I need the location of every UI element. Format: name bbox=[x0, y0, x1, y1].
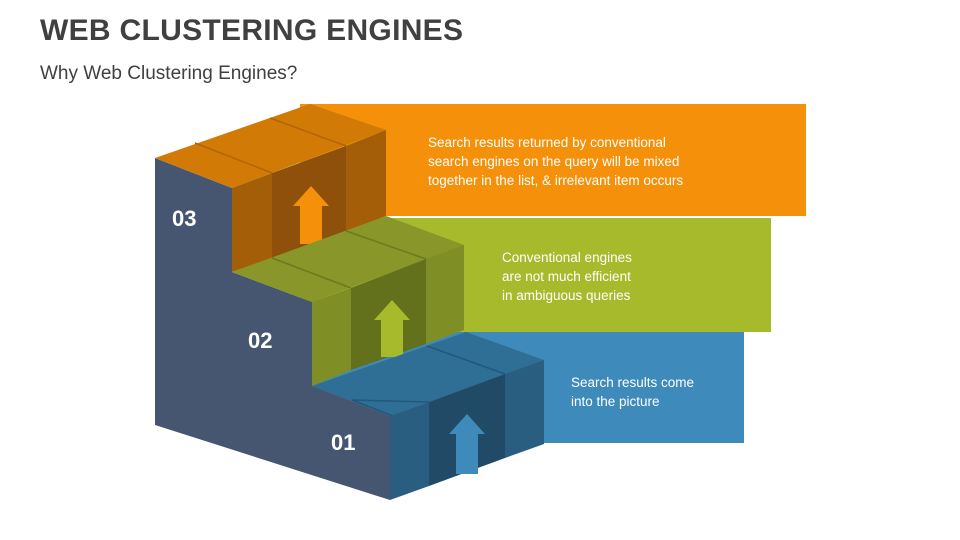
step-1-block bbox=[312, 332, 544, 500]
step-2-line-2: are not much efficient bbox=[502, 269, 631, 284]
step-1-text: Search results come into the picture bbox=[571, 373, 694, 411]
step-1-line-1: Search results come bbox=[571, 375, 695, 390]
staircase-side-wall bbox=[155, 158, 390, 500]
step-3-number: 03 bbox=[172, 206, 197, 231]
up-arrow-icon bbox=[449, 414, 485, 474]
page-title: WEB CLUSTERING ENGINES bbox=[40, 14, 464, 47]
step-3-block bbox=[155, 104, 386, 272]
step-3-line-1: Search results returned by conventional bbox=[428, 135, 666, 150]
step-3-line-2: search engines on the query will be mixe… bbox=[428, 154, 680, 169]
step-1-line-2: into the picture bbox=[571, 394, 660, 409]
up-arrow-icon bbox=[293, 186, 329, 244]
up-arrow-icon bbox=[374, 300, 410, 357]
step-2-line-3: in ambiguous queries bbox=[502, 288, 631, 303]
step-3-line-3: together in the list, & irrelevant item … bbox=[428, 173, 684, 188]
page-subtitle: Why Web Clustering Engines? bbox=[40, 63, 298, 84]
step-2-line-1: Conventional engines bbox=[502, 250, 632, 265]
step-2-text: Conventional engines are not much effici… bbox=[502, 248, 632, 305]
step-2-number: 02 bbox=[248, 328, 273, 353]
step-1-number: 01 bbox=[331, 430, 356, 455]
step-3-text: Search results returned by conventional … bbox=[428, 133, 683, 190]
step-2-block bbox=[232, 216, 464, 386]
